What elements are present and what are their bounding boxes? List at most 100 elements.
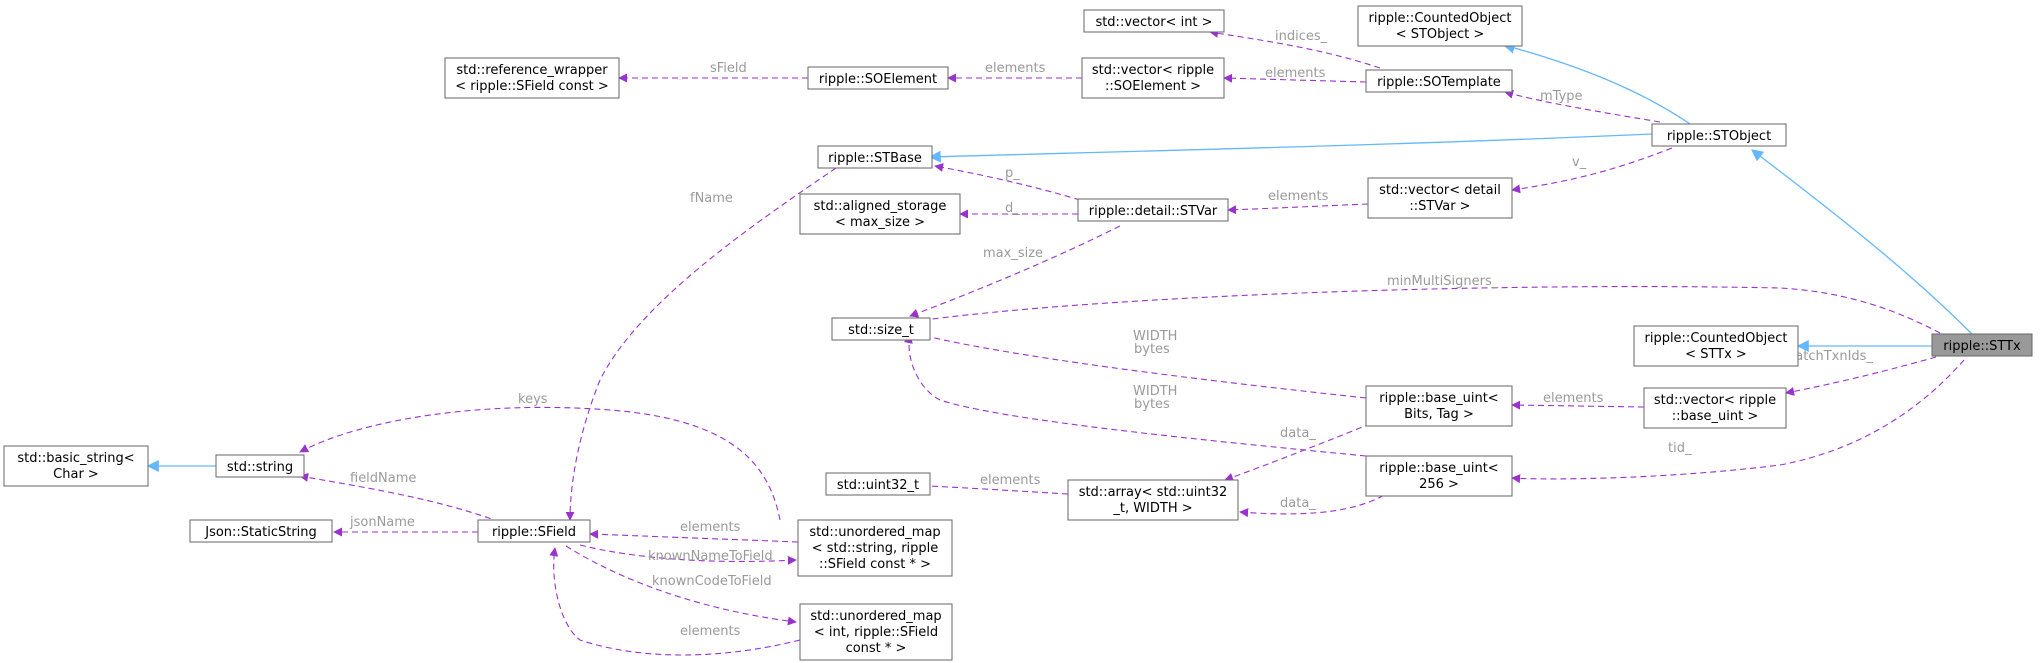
svg-text:const * >: const * > [846, 641, 907, 656]
node-vector-int[interactable]: std::vector< int > [1083, 9, 1225, 33]
svg-text:256 >: 256 > [1419, 477, 1459, 492]
svg-text:< max_size >: < max_size > [835, 215, 925, 230]
svg-text:std::unordered_map: std::unordered_map [810, 609, 941, 624]
svg-text:std::vector< detail: std::vector< detail [1379, 183, 1501, 198]
edge-vec-base-uint-base-uint-bits [1511, 400, 1645, 410]
label-width-2: WIDTH [1133, 384, 1177, 399]
node-sotemplate[interactable]: ripple::SOTemplate [1365, 69, 1513, 93]
label-field-name: fieldName [350, 471, 416, 486]
svg-text:::SField const * >: ::SField const * > [819, 557, 931, 572]
label-bytes-2: bytes [1134, 397, 1170, 412]
edge-umap-int-sfield [549, 547, 801, 656]
edge-sotemplate-vec-soelement [1223, 73, 1367, 83]
svg-text:Char >: Char > [53, 467, 99, 482]
node-stobject[interactable]: ripple::STObject [1651, 123, 1787, 147]
label-elements-soelement: elements [985, 61, 1046, 76]
edge-sfield-umap-string [579, 544, 797, 565]
svg-text:std::basic_string<: std::basic_string< [17, 451, 134, 466]
svg-text:std::uint32_t: std::uint32_t [837, 478, 919, 493]
edge-stvar-size-t [909, 225, 1121, 318]
label-elements-sotemplate: elements [1265, 66, 1326, 81]
nodes: std::reference_wrapper < ripple::SField … [3, 5, 2033, 661]
label-indices: indices_ [1275, 29, 1328, 44]
svg-text:ripple::SField: ripple::SField [492, 525, 576, 540]
svg-text:std::vector< ripple: std::vector< ripple [1654, 393, 1776, 408]
edge-base-uint-bits-array [1224, 419, 1381, 482]
svg-text:Bits, Tag >: Bits, Tag > [1404, 407, 1474, 422]
node-stvar[interactable]: ripple::detail::STVar [1077, 198, 1229, 222]
label-elements-uint32: elements [980, 473, 1041, 488]
label-known-name-to-field: knownNameToField [648, 549, 773, 564]
svg-text:std::vector< int >: std::vector< int > [1095, 15, 1212, 30]
label-width-1: WIDTH [1133, 329, 1177, 344]
node-vector-base-uint[interactable]: std::vector< ripple ::base_uint > [1643, 387, 1787, 429]
svg-text:ripple::SOElement: ripple::SOElement [819, 72, 937, 87]
node-array[interactable]: std::array< std::uint32 _t, WIDTH > [1067, 479, 1239, 521]
node-counted-object-stobject[interactable]: ripple::CountedObject < STObject > [1357, 5, 1523, 47]
edge-stobject-stbase [928, 133, 1653, 163]
label-keys: keys [518, 392, 548, 407]
node-unordered-map-string[interactable]: std::unordered_map < std::string, ripple… [797, 519, 953, 577]
label-bytes-1: bytes [1134, 342, 1170, 357]
node-reference-wrapper[interactable]: std::reference_wrapper < ripple::SField … [444, 57, 620, 99]
edge-sttx-stobject [1751, 149, 1973, 335]
svg-text:std::aligned_storage: std::aligned_storage [814, 199, 947, 214]
node-json-static-string[interactable]: Json::StaticString [189, 519, 333, 543]
edge-stvar-stbase [934, 163, 1081, 201]
svg-text:ripple::CountedObject: ripple::CountedObject [1644, 331, 1787, 346]
svg-text:ripple::detail::STVar: ripple::detail::STVar [1089, 204, 1218, 219]
label-elements-umap: elements [680, 520, 741, 535]
svg-text:_t, WIDTH >: _t, WIDTH > [1112, 501, 1192, 516]
label-tid: tid_ [1668, 441, 1692, 456]
node-sfield[interactable]: ripple::SField [477, 519, 591, 543]
edge-umap-string-sfield [589, 529, 799, 543]
svg-text:::base_uint >: ::base_uint > [1672, 409, 1758, 424]
svg-text:< STObject >: < STObject > [1396, 27, 1485, 42]
node-basic-string[interactable]: std::basic_string< Char > [3, 445, 149, 487]
label-batch-txn-ids: batchTxnIds_ [1787, 349, 1873, 364]
label-min-multi-signers: minMultiSigners_ [1387, 274, 1499, 289]
label-elements-umap-int: elements [680, 624, 741, 639]
svg-text:std::string: std::string [227, 460, 293, 475]
svg-text:std::vector< ripple: std::vector< ripple [1092, 63, 1214, 78]
edge-sttx-size-t [909, 286, 1941, 334]
node-base-uint-256[interactable]: ripple::base_uint< 256 > [1365, 455, 1513, 497]
node-size-t[interactable]: std::size_t [831, 317, 931, 341]
node-counted-object-sttx[interactable]: ripple::CountedObject < STTx > [1633, 325, 1799, 367]
label-sfield: sField [710, 61, 747, 76]
svg-text:::SOElement >: ::SOElement > [1105, 79, 1201, 94]
node-unordered-map-int[interactable]: std::unordered_map < int, ripple::SField… [799, 603, 953, 661]
node-uint32[interactable]: std::uint32_t [825, 472, 931, 496]
edge-sfield-umap-int [565, 545, 797, 626]
label-fname: fName [690, 191, 733, 206]
svg-text:ripple::STBase: ripple::STBase [828, 151, 922, 166]
label-known-code-to-field: knownCodeToField [652, 574, 772, 589]
node-vector-stvar[interactable]: std::vector< detail ::STVar > [1367, 177, 1513, 219]
label-mtype: mType [1540, 89, 1583, 104]
label-p: p_ [1005, 166, 1020, 181]
node-vector-soelement[interactable]: std::vector< ripple ::SOElement > [1081, 57, 1225, 99]
node-sttx[interactable]: ripple::STTx [1931, 333, 2033, 357]
node-string[interactable]: std::string [215, 454, 305, 478]
node-stbase[interactable]: ripple::STBase [817, 145, 933, 169]
label-data-2: data_ [1280, 496, 1316, 511]
node-base-uint-bits[interactable]: ripple::base_uint< Bits, Tag > [1365, 385, 1513, 427]
edge-umap-string-string [299, 406, 781, 521]
edge-stobject-vec-stvar [1511, 147, 1673, 194]
svg-text:std::size_t: std::size_t [848, 323, 914, 338]
svg-text:< STTx >: < STTx > [1685, 347, 1747, 362]
svg-text:ripple::SOTemplate: ripple::SOTemplate [1377, 75, 1501, 90]
edge-sotemplate-vec-int [1209, 28, 1381, 69]
edge-vec-stvar-stvar [1227, 203, 1369, 215]
edge-stobject-counted [1502, 42, 1691, 125]
label-elements-base-uint: elements [1543, 391, 1604, 406]
node-aligned-storage[interactable]: std::aligned_storage < max_size > [799, 193, 961, 235]
svg-text:std::array< std::uint32: std::array< std::uint32 [1079, 485, 1228, 500]
label-max-size: max_size [983, 246, 1043, 261]
edge-sttx-vec-base-uint [1785, 356, 1937, 396]
edge-stobject-sotemplate [1504, 89, 1661, 123]
node-soelement[interactable]: ripple::SOElement [807, 66, 949, 90]
label-d: d_ [1005, 201, 1020, 216]
edge-sfield-stbase [565, 167, 837, 521]
